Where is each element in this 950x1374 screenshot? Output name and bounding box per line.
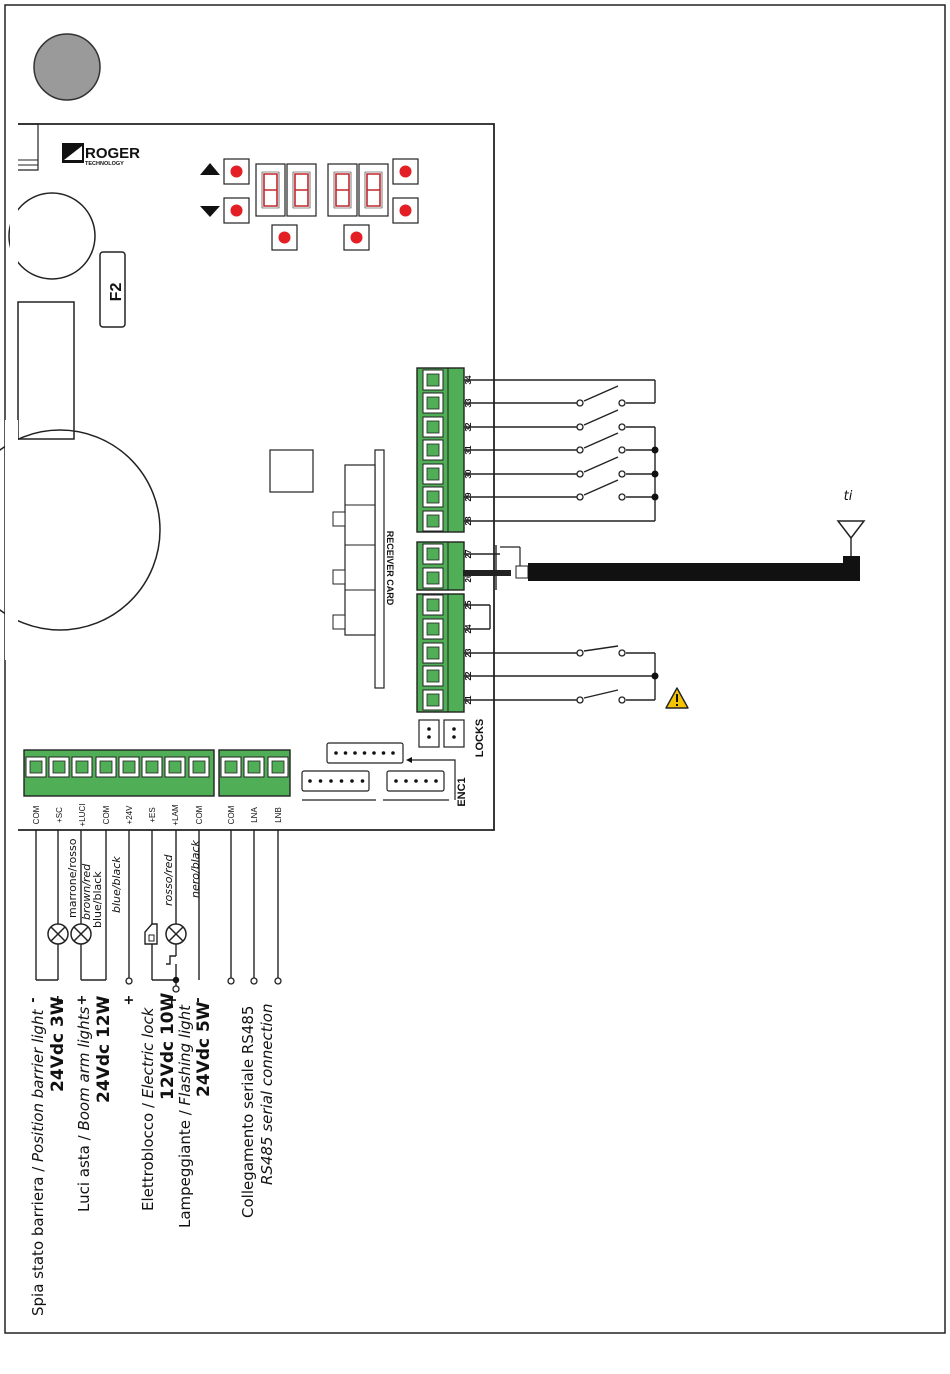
arrow-up-icon — [200, 163, 220, 175]
locks-label: LOCKS — [474, 719, 486, 758]
antenna-icon — [463, 520, 866, 581]
polarity-mark: + — [165, 995, 180, 1006]
caption-boom-lights: Luci asta / Boom arm lights — [75, 1007, 93, 1212]
antenna-label: ti — [844, 489, 853, 504]
polarity-mark: - — [26, 997, 41, 1002]
terminal-number: 26 — [464, 573, 473, 582]
terminal-label: COM — [195, 805, 204, 824]
chip — [269, 449, 314, 493]
right-wiring — [464, 379, 659, 704]
polarity-mark: + — [75, 995, 90, 1006]
polarity-mark: + — [122, 995, 137, 1006]
terminal-label: LNB — [274, 807, 283, 823]
polarity-mark: + — [51, 995, 66, 1006]
receiver-label: RECEIVER CARD — [385, 531, 395, 606]
terminal-label: +LUCI — [78, 804, 87, 827]
transformer — [17, 301, 75, 440]
warning-icon — [665, 687, 689, 709]
wire-label: marrone/rosso — [66, 838, 79, 918]
logo-brand: ROGER — [85, 145, 140, 162]
bottom-terminal-blocks: COM +SC +LUCI COM +24V +ES +LAM COM COM LNA LNB — [23, 749, 291, 827]
display-buttons[interactable] — [223, 158, 419, 251]
lamp-icon-boom-lights — [70, 923, 92, 945]
spec-flashing-light: 24Vdc 5W — [194, 1001, 214, 1097]
terminal-label: +24V — [125, 805, 134, 825]
caption-rs485: Collegamento seriale RS485 — [239, 1006, 257, 1218]
terminal-label: COM — [102, 805, 111, 824]
roger-logo: ROGER TECHNOLOGY — [62, 143, 140, 167]
polarity-mark: - — [97, 997, 112, 1002]
locks-jumpers[interactable] — [418, 719, 465, 748]
terminal-label: COM — [32, 805, 41, 824]
wire-label: nero/black — [189, 839, 202, 898]
terminal-label: LNA — [250, 807, 259, 823]
caption-electric-lock: Elettroblocco / Electric lock — [139, 1006, 157, 1211]
enc-label: ENC1 — [456, 777, 468, 806]
flash-pulse-icon — [166, 955, 176, 965]
caption-rs485-en: RS485 serial connection — [258, 1004, 276, 1186]
terminal-label: +ES — [148, 807, 157, 822]
caption-position-light: Spia stato barriera / Position barrier l… — [29, 1009, 47, 1316]
page-marker-circle — [33, 33, 101, 101]
spec-position-light: 24Vdc 3W — [48, 996, 68, 1092]
polarity-mark: - — [191, 997, 206, 1002]
logo-sub: TECHNOLOGY — [85, 161, 124, 167]
wire-label: blue/black — [91, 871, 104, 928]
bottom-wiring — [35, 830, 282, 993]
seven-segment-displays — [255, 163, 389, 217]
page-frame — [4, 4, 946, 1334]
fuse-f2 — [99, 251, 126, 328]
caption-flashing-light: Lampeggiante / Flashing light — [176, 1004, 194, 1228]
arrow-down-icon — [200, 206, 220, 217]
board-outline — [18, 123, 495, 831]
receiver-card — [332, 449, 385, 689]
wire-label: brown/red — [80, 863, 93, 920]
wire-label: rosso/red — [162, 854, 175, 906]
terminal-label: +SC — [55, 807, 64, 823]
capacitor-large — [0, 429, 161, 631]
fuse-label: F2 — [108, 283, 125, 302]
lamp-icon-position-light — [47, 923, 69, 945]
lamp-icon-flashing-light — [165, 923, 187, 945]
terminal-label: +LAM — [171, 804, 180, 825]
spec-boom-lights: 24Vdc 12W — [94, 995, 114, 1103]
terminal-label: COM — [227, 805, 236, 824]
encoder-connectors[interactable] — [301, 742, 456, 801]
capacitor-small — [8, 192, 96, 280]
wire-label: blue/black — [110, 856, 123, 913]
spec-electric-lock: 12Vdc 10W — [158, 992, 178, 1100]
electric-lock-icon — [144, 923, 158, 945]
